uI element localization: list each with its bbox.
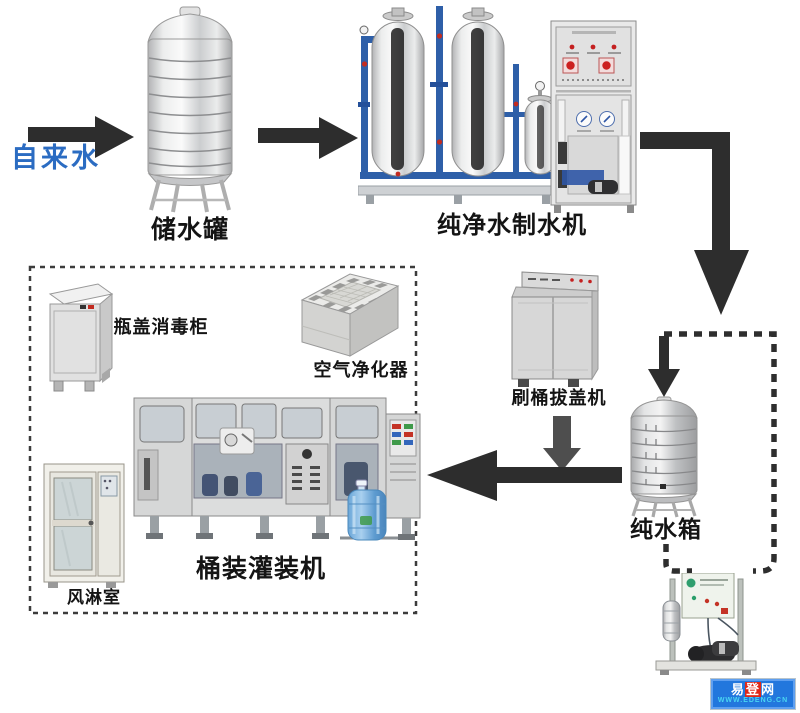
dashed-recirculation-loop — [663, 331, 777, 574]
watermark-char-3: 网 — [761, 682, 776, 697]
filling-machine-label: 桶装灌装机 — [196, 556, 327, 583]
water-bottle-icon — [347, 479, 387, 541]
filling-machine-image — [133, 397, 421, 541]
watermark-char-2: 登 — [744, 682, 761, 697]
arrow-into-puretank-icon — [648, 336, 680, 397]
air-shower-label: 风淋室 — [67, 588, 121, 607]
watermark-url: WWW.EDENG.CN — [717, 697, 789, 704]
pure-water-tank-image — [630, 396, 698, 518]
cap-sterilizer-image — [48, 283, 114, 392]
cap-sterilizer-label: 瓶盖消毒柜 — [113, 317, 209, 337]
arrow-maker-to-puretank-icon — [640, 132, 749, 315]
watermark-badge[interactable]: 易登网 WWW.EDENG.CN — [711, 679, 795, 709]
pure-water-tank-label: 纯水箱 — [630, 517, 702, 542]
storage-tank-label: 储水罐 — [150, 217, 229, 244]
water-maker-image — [358, 6, 558, 204]
air-shower-image — [43, 463, 125, 588]
arrow-tapwater-to-tank-icon — [28, 116, 134, 158]
watermark-site-name: 易登网 — [730, 682, 776, 697]
dashed-boundary-box — [28, 265, 418, 615]
arrow-washer-down-icon — [543, 416, 581, 471]
water-maker-control-cabinet-image — [550, 20, 637, 213]
arrow-to-filling-machine-icon — [427, 450, 622, 501]
air-purifier-label: 空气净化器 — [313, 360, 409, 380]
barrel-washer-label: 刷桶拔盖机 — [511, 388, 607, 408]
recirculation-unit-image — [655, 573, 757, 675]
barrel-washer-image — [511, 271, 599, 387]
tap-water-label: 自来水 — [11, 143, 101, 173]
watermark-char-1: 易 — [730, 682, 745, 697]
storage-tank-image — [147, 6, 233, 213]
arrow-tank-to-maker-icon — [258, 117, 358, 159]
water-maker-label: 纯净水制水机 — [437, 213, 587, 239]
air-purifier-image — [300, 273, 400, 357]
